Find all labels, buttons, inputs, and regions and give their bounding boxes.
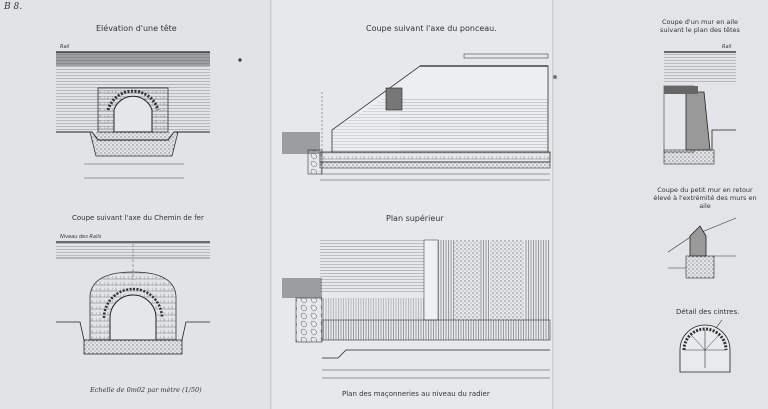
title-elevation: Elévation d'une tête <box>96 24 177 33</box>
page-fold-left <box>270 0 273 409</box>
elevation-drawing <box>56 51 210 179</box>
title-small-wall-section: Coupe du petit mur en retour élevé à l'e… <box>653 186 757 210</box>
wing-wall-section-drawing <box>663 51 736 165</box>
title-wing-wall-section: Coupe d'un mur en aile suivant le plan d… <box>660 18 740 34</box>
title-rail-axis-section: Coupe suivant l'axe du Chemin de fer <box>72 214 204 222</box>
rail-label-left: Rail <box>60 44 70 50</box>
title-top-plan: Plan supérieur <box>386 214 444 223</box>
rail-level-label: Niveau des Rails <box>60 234 102 240</box>
centering-detail-drawing <box>679 319 731 373</box>
title-masonry-plan: Plan des maçonneries au niveau du radier <box>342 390 490 398</box>
title-centering-detail: Détail des cintres. <box>676 308 740 316</box>
rail-label-right: Rail <box>722 44 732 50</box>
scale-note: Echelle de 0m02 par mètre (1/50) <box>90 386 202 394</box>
title-culvert-axis-section: Coupe suivant l'axe du ponceau. <box>366 24 497 33</box>
plate-number: B 8. <box>4 2 23 12</box>
small-wall-section-drawing <box>667 217 737 279</box>
rail-axis-section-drawing <box>56 241 210 355</box>
page-fold-right <box>552 0 555 409</box>
culvert-axis-section-drawing <box>282 53 551 181</box>
top-plan-drawing <box>282 239 551 379</box>
